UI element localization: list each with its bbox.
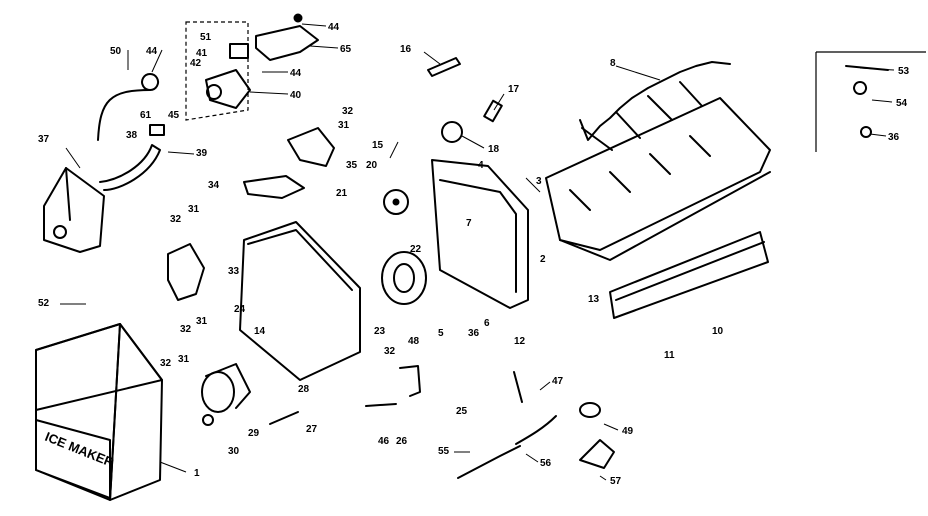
- leader-lines: [60, 23, 895, 481]
- callout: 32: [180, 324, 192, 335]
- callout: 47: [552, 376, 564, 387]
- callout: 20: [366, 160, 378, 171]
- callout: 40: [290, 90, 302, 101]
- ice-mold: [545, 97, 771, 261]
- callout: 32: [342, 106, 354, 117]
- accessory-parts: [513, 371, 615, 469]
- callout: 2: [540, 254, 546, 265]
- callout: 26: [396, 436, 408, 447]
- fill-tube: [97, 73, 165, 191]
- motor-34: [243, 175, 305, 199]
- callout: 52: [38, 298, 50, 309]
- callout: 45: [168, 110, 180, 121]
- callout: 8: [610, 58, 616, 69]
- callout: 1: [194, 468, 200, 479]
- cam-29: [201, 363, 251, 413]
- callout: 33: [228, 266, 240, 277]
- callout: 54: [896, 98, 908, 109]
- callout: 44: [146, 46, 158, 57]
- callout: 44: [290, 68, 302, 79]
- callout: 22: [410, 244, 422, 255]
- callout: 55: [438, 446, 450, 457]
- callout: 32: [384, 346, 396, 357]
- callout: 38: [126, 130, 138, 141]
- callout: 35: [346, 160, 358, 171]
- screws-misc: [202, 411, 299, 426]
- callout: 42: [190, 58, 202, 69]
- valve-parts-group: [185, 21, 251, 121]
- callout: 37: [38, 134, 50, 145]
- callout: 56: [540, 458, 552, 469]
- callout: 16: [400, 44, 412, 55]
- water-valve-bracket: [43, 167, 105, 253]
- callout: 39: [196, 148, 208, 159]
- callout: 27: [306, 424, 318, 435]
- switch-33: [167, 243, 205, 301]
- callout: 57: [610, 476, 622, 487]
- callout: 6: [484, 318, 490, 329]
- callout: 31: [338, 120, 350, 131]
- callout-labels: 1 2 3 4 5 6 7 8 10 11 12 13 14 15 16 17 …: [38, 22, 910, 487]
- ice-maker-label: ICE MAKER: [43, 429, 117, 470]
- callout: 48: [408, 336, 420, 347]
- callout: 10: [712, 326, 724, 337]
- thermostat-parts: [441, 99, 503, 143]
- control-housing: [239, 221, 361, 381]
- callout: 46: [378, 436, 390, 447]
- mold-support-housing: [431, 159, 529, 309]
- callout: 31: [178, 354, 190, 365]
- callout: 5: [438, 328, 444, 339]
- ejector-blades: [579, 61, 731, 151]
- callout: 17: [508, 84, 520, 95]
- callout: 32: [160, 358, 172, 369]
- callout: 24: [234, 304, 246, 315]
- callout: 30: [228, 446, 240, 457]
- callout: 36: [468, 328, 480, 339]
- drive-gear: [383, 189, 409, 215]
- locating-pin: [427, 57, 461, 77]
- callout: 11: [664, 350, 675, 361]
- bar-26: [365, 403, 397, 407]
- callout: 53: [898, 66, 910, 77]
- callout: 65: [340, 44, 352, 55]
- callout: 21: [336, 188, 348, 199]
- callout: 4: [478, 160, 484, 171]
- callout: 34: [208, 180, 220, 191]
- callout: 14: [254, 326, 266, 337]
- callout: 51: [200, 32, 212, 43]
- wire-harness: [457, 415, 557, 479]
- callout: 44: [328, 22, 340, 33]
- callout: 25: [456, 406, 468, 417]
- switch-bracket: [255, 13, 319, 61]
- callout: 13: [588, 294, 600, 305]
- callout: 31: [196, 316, 208, 327]
- lever-25: [399, 365, 421, 397]
- callout: 28: [298, 384, 310, 395]
- callout: 15: [372, 140, 384, 151]
- inset-panel: [815, 51, 926, 152]
- callout: 61: [140, 110, 152, 121]
- callout: 23: [374, 326, 386, 337]
- callout: 7: [466, 218, 472, 229]
- callout: 32: [170, 214, 182, 225]
- support-35: [287, 127, 335, 167]
- callout: 49: [622, 426, 634, 437]
- mold-heater: [609, 231, 769, 319]
- ice-maker-cover-box: ICE MAKER: [35, 323, 163, 501]
- callout: 3: [536, 176, 542, 187]
- callout: 31: [188, 204, 200, 215]
- callout: 50: [110, 46, 122, 57]
- callout: 12: [514, 336, 526, 347]
- callout: 41: [196, 48, 208, 59]
- timing-gear: [381, 251, 427, 305]
- callout: 29: [248, 428, 260, 439]
- callout: 36: [888, 132, 900, 143]
- callout: 18: [488, 144, 500, 155]
